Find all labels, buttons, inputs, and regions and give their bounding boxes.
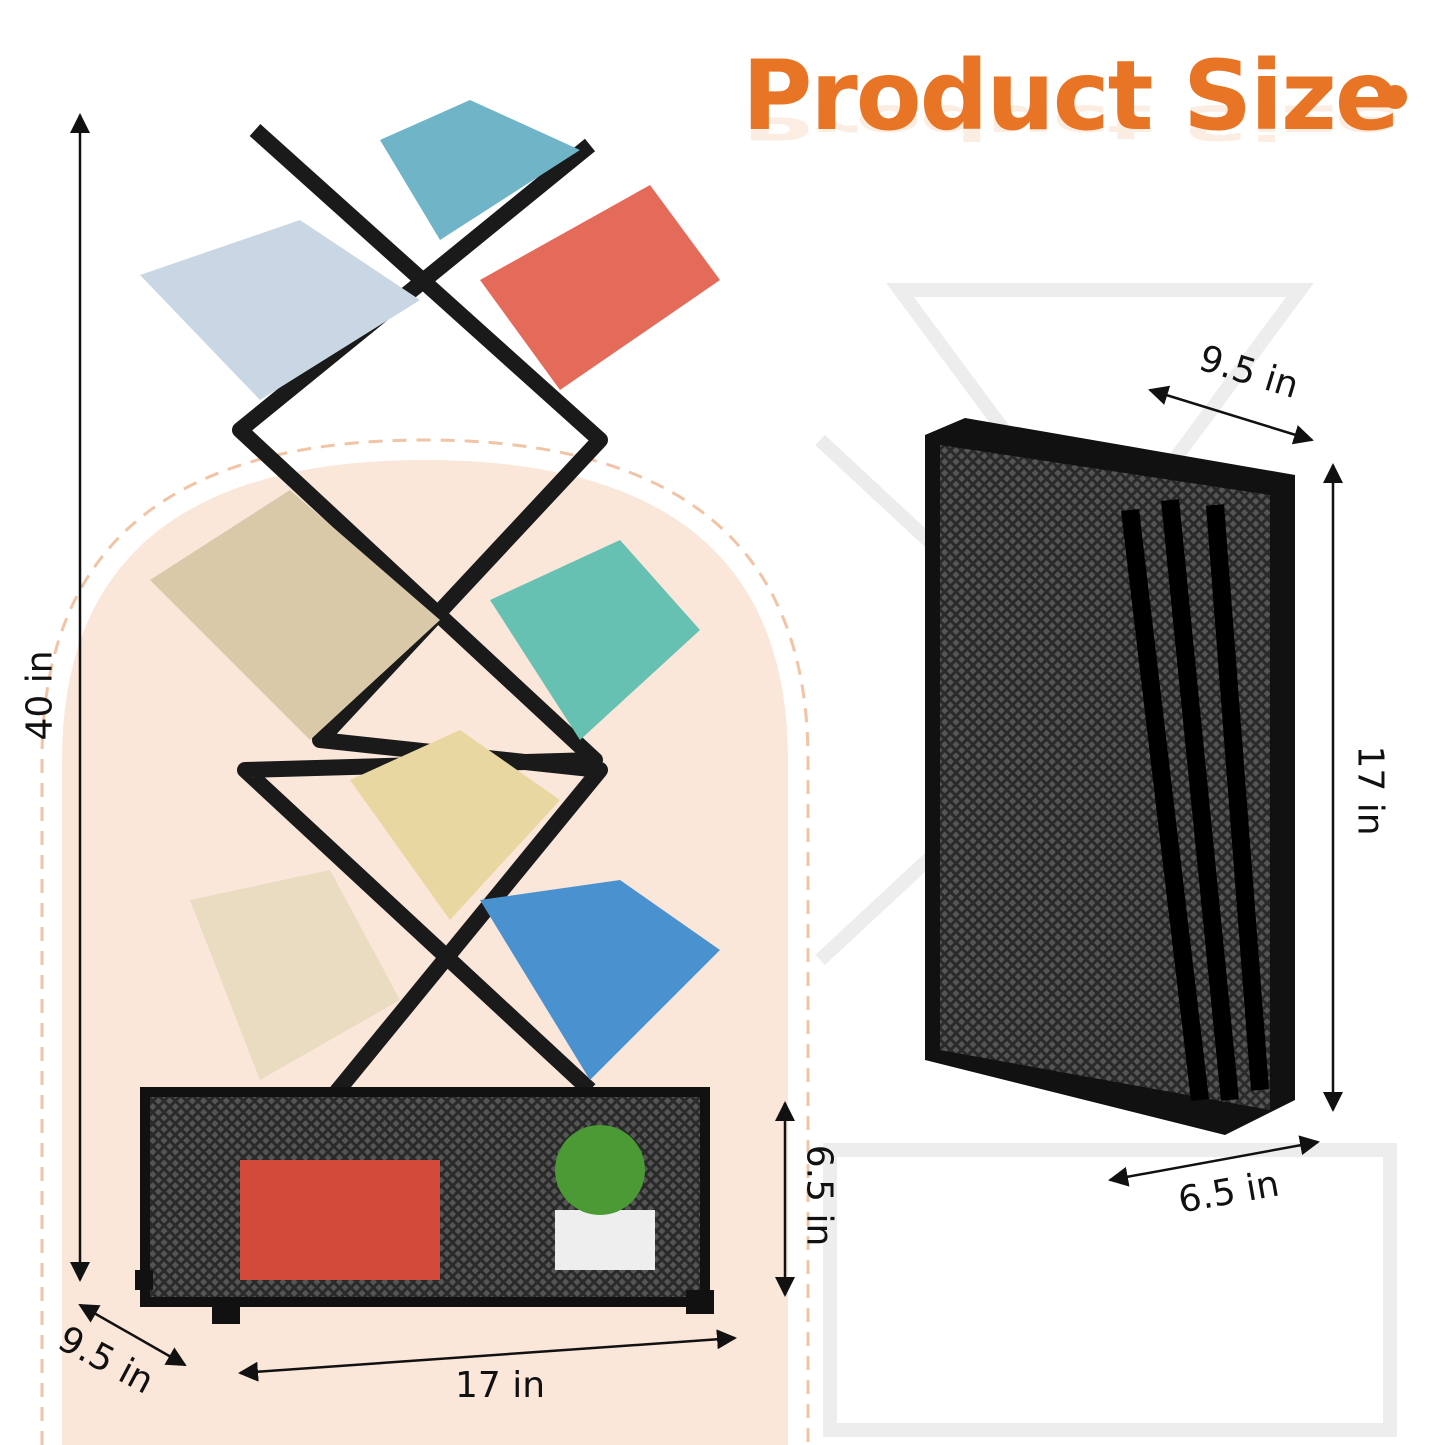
assembled-width-label: 17 in [455, 1365, 546, 1406]
book-stacks [140, 100, 720, 1080]
title-reflection: Product Size [742, 94, 1398, 150]
assembled-height-label: 40 in [19, 650, 61, 741]
folded-bookshelf [925, 418, 1295, 1135]
dimension-arrows [70, 113, 1343, 1382]
tree-bookshelf [135, 100, 720, 1324]
title-bullet-dot [1383, 85, 1407, 109]
base-height-label: 6.5 in [798, 1144, 840, 1247]
page-title: Product Size [742, 40, 1400, 152]
folded-height-label: 17 in [1349, 745, 1391, 836]
